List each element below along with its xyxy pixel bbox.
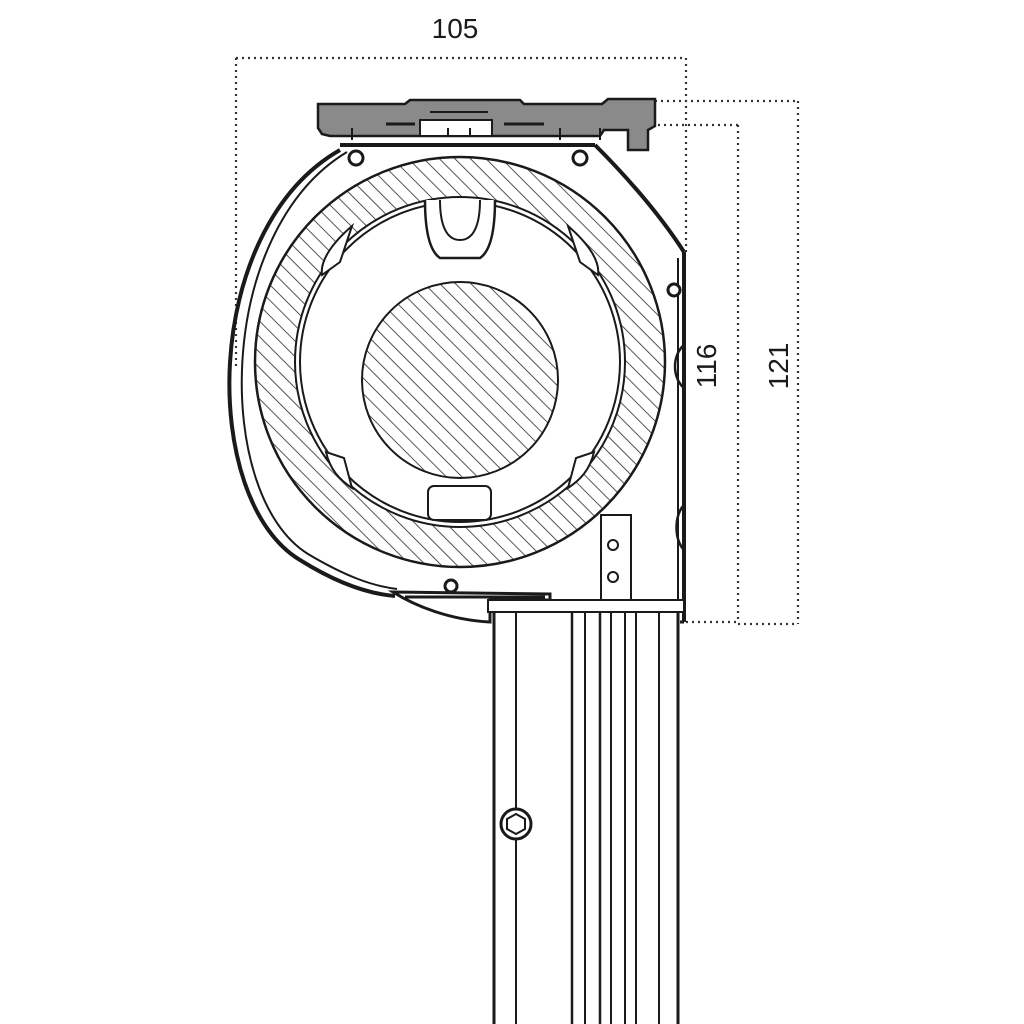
width-dimension-label: 105 xyxy=(432,13,479,44)
roller-tube-slot xyxy=(427,485,492,521)
outer-height-dimension-label: 121 xyxy=(763,343,794,390)
top-right-screw xyxy=(571,149,589,167)
bracket-hole-lower xyxy=(607,571,619,583)
top-mounting-rail xyxy=(316,97,657,152)
right-wall-screw xyxy=(666,282,682,298)
outer-height-dimension: 121 xyxy=(655,99,800,626)
inner-height-dimension-label: 116 xyxy=(691,344,722,389)
guide-rail xyxy=(487,599,685,1024)
guide-bracket xyxy=(600,514,632,610)
top-left-screw xyxy=(347,149,365,167)
guide-rail-bolt xyxy=(499,807,533,841)
housing-shell xyxy=(227,143,686,624)
roller-tube-lobes xyxy=(320,222,600,491)
inner-height-dimension: 116 xyxy=(640,123,740,624)
roller-tube-groove xyxy=(423,199,497,260)
bracket-hole-upper xyxy=(607,539,619,551)
bottom-screw xyxy=(443,578,459,594)
motor-axle xyxy=(361,281,559,479)
